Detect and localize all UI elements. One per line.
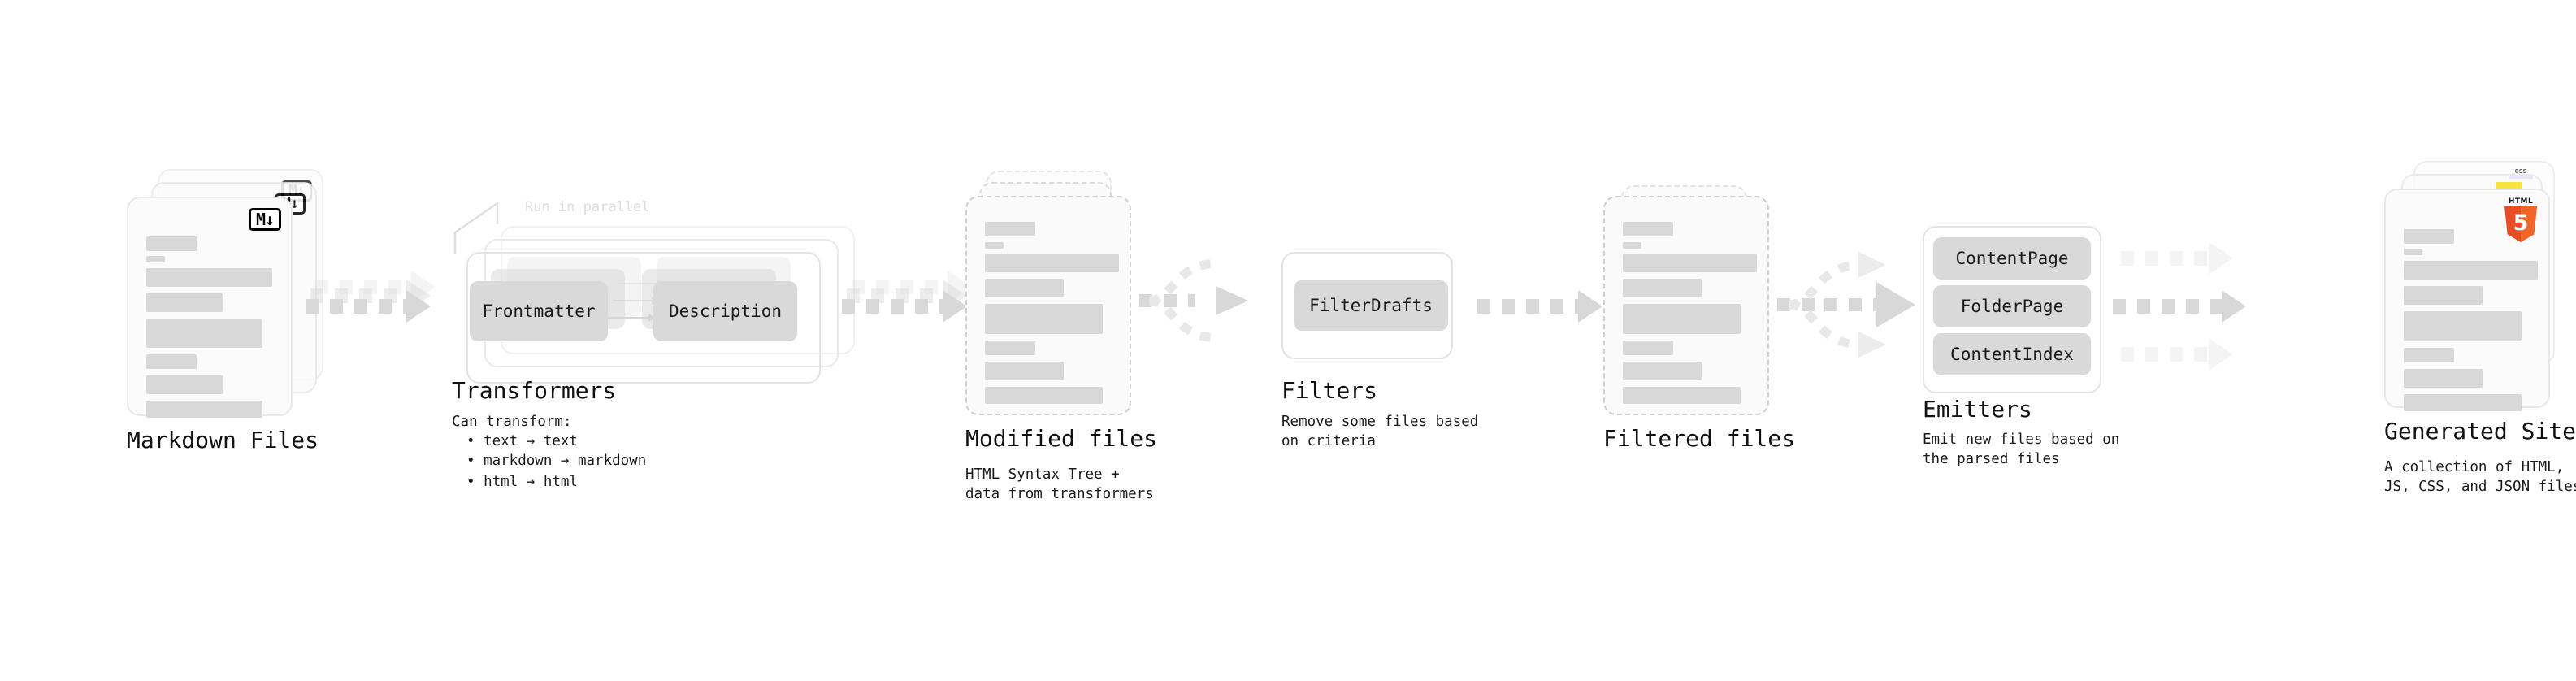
skeleton-line [985, 362, 1064, 380]
filter-pill-filterdrafts[interactable]: FilterDrafts [1294, 280, 1448, 331]
modified-file-card-front [965, 196, 1131, 415]
stage-subtitle-modified-files: HTML Syntax Tree + data from transformer… [965, 466, 1154, 502]
skeleton-line [2404, 369, 2483, 388]
skeleton-line [1623, 304, 1741, 334]
emitter-pill-contentindex[interactable]: ContentIndex [1933, 333, 2091, 375]
transformer-flow-arrow-front [605, 314, 656, 322]
skeleton-line [985, 387, 1103, 404]
skeleton-line [2404, 311, 2522, 341]
skeleton-line [146, 256, 165, 262]
stage-title-markdown-files: Markdown Files [127, 427, 319, 453]
run-in-parallel-bracket [453, 201, 499, 254]
skeleton-line [1623, 362, 1702, 380]
skeleton-line [985, 222, 1035, 236]
skeleton-line [2404, 348, 2454, 362]
stage-title-filtered-files: Filtered files [1603, 425, 1796, 452]
html5-badge-label: HTML [2508, 197, 2534, 206]
site-file-card-html: HTML 5 [2384, 189, 2550, 411]
transformer-pill-frontmatter[interactable]: Frontmatter [470, 281, 608, 341]
skeleton-line [2404, 229, 2454, 244]
skeleton-line [1623, 222, 1673, 236]
skeleton-line [146, 375, 223, 394]
emitter-pill-contentpage[interactable]: ContentPage [1933, 237, 2091, 280]
skeleton-line [146, 236, 197, 251]
stage-title-emitters: Emitters [1923, 396, 2032, 423]
transformer-pill-description[interactable]: Description [653, 281, 797, 341]
skeleton-line [1623, 387, 1741, 404]
stage-title-modified-files: Modified files [965, 425, 1158, 452]
stage-subtitle-transformers: Can transform: [452, 414, 572, 430]
stage-title-transformers: Transformers [452, 377, 617, 404]
skeleton-line [146, 293, 223, 312]
skeleton-line [985, 242, 1004, 249]
stage-subtitle-emitters: Emit new files based on the parsed files [1923, 432, 2120, 467]
run-in-parallel-label: Run in parallel [525, 199, 650, 215]
skeleton-line [985, 254, 1119, 272]
skeleton-line [2404, 261, 2538, 280]
skeleton-line [1623, 242, 1641, 249]
emitter-pill-folderpage[interactable]: FolderPage [1933, 285, 2091, 327]
markdown-file-card-front: M↓ [127, 197, 293, 418]
stage-subtitle-generated-site: A collection of HTML, JS, CSS, and JSON … [2384, 459, 2576, 495]
skeleton-line [985, 340, 1035, 355]
arrow-modified-to-filters [1139, 258, 1248, 343]
markdown-badge: M↓ [249, 208, 281, 231]
transformer-flow-arrow-mid [613, 297, 659, 305]
filtered-file-card-front [1603, 196, 1769, 415]
stage-subtitle-filters: Remove some files based on criteria [1281, 414, 1479, 449]
transformer-bullet-text: • text → text [466, 433, 578, 449]
skeleton-line [1623, 254, 1757, 272]
transformer-bullet-markdown: • markdown → markdown [466, 453, 647, 469]
skeleton-line [2404, 286, 2483, 305]
html5-badge-number: 5 [2513, 210, 2529, 236]
transformer-group-front [466, 252, 821, 384]
skeleton-line [2404, 394, 2522, 411]
skeleton-line [2404, 249, 2422, 255]
transformer-bullet-html: • html → html [466, 474, 578, 490]
css-badge-label: CSS [2514, 168, 2527, 175]
stage-title-filters: Filters [1281, 377, 1378, 404]
skeleton-line [146, 268, 272, 287]
skeleton-line [985, 279, 1064, 297]
skeleton-line [1623, 279, 1702, 297]
html5-shield-icon: 5 [2504, 206, 2537, 242]
skeleton-line [146, 354, 197, 369]
skeleton-line [146, 401, 262, 418]
skeleton-line [1623, 340, 1673, 355]
stage-title-generated-site: Generated Site [2384, 418, 2576, 445]
html5-badge: HTML 5 [2503, 198, 2539, 242]
arrow-filters-to-filtered [1477, 290, 1607, 323]
skeleton-line [985, 304, 1103, 334]
skeleton-line [146, 319, 262, 348]
arrow-filtered-to-emitters [1777, 252, 1915, 358]
